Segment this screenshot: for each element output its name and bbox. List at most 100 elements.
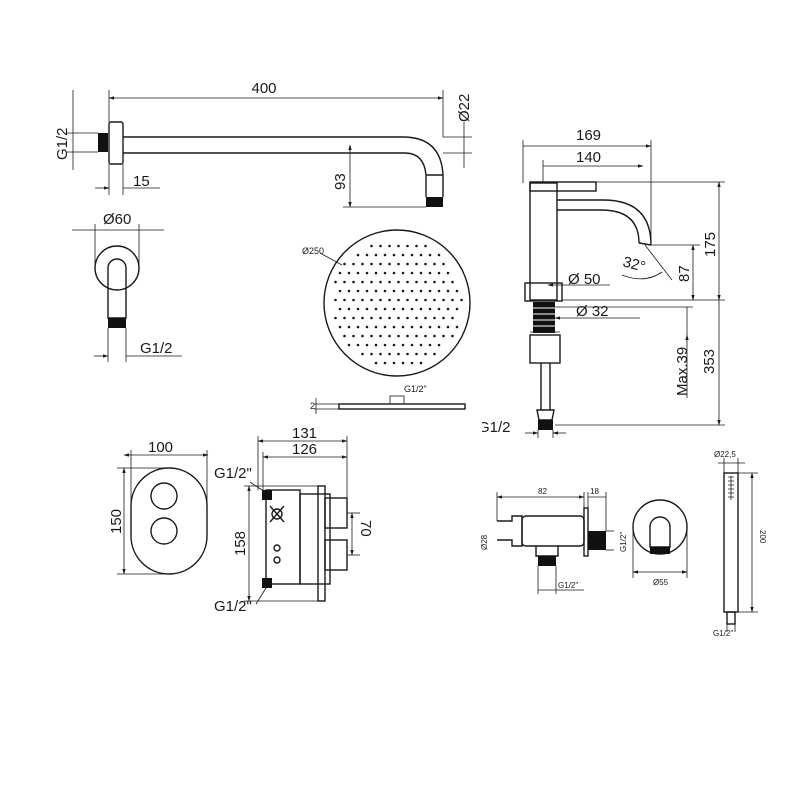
nozzle-dot <box>410 307 414 311</box>
nozzle-dot <box>442 334 445 338</box>
nozzle-dot <box>370 244 373 248</box>
trim-width-label: 100 <box>148 439 173 456</box>
nozzle-dot <box>410 361 414 365</box>
nozzle-dot <box>388 262 391 266</box>
mixer-hose-end <box>536 409 555 421</box>
nozzle-dot <box>415 334 418 338</box>
trim-plate-outline <box>130 467 208 575</box>
nozzle-dot <box>424 298 427 302</box>
nozzle-dot <box>410 325 414 329</box>
nozzle-dot <box>451 280 454 284</box>
nozzle-dot <box>379 334 382 338</box>
mixer-shank-thread <box>533 302 555 333</box>
nozzle-dot <box>352 316 355 320</box>
nozzle-dot <box>419 325 423 329</box>
nozzle-dot <box>347 343 351 347</box>
nozzle-dot <box>370 334 373 338</box>
nozzle-dot <box>370 298 373 302</box>
arm-drop-label: 93 <box>332 173 349 190</box>
nozzle-dot <box>379 298 382 302</box>
nozzle-dot <box>374 325 378 329</box>
nozzle-dot <box>338 271 342 275</box>
head-connection-label: G1/2" <box>404 384 427 394</box>
arm-length-label: 400 <box>251 80 276 97</box>
outlet-front-diameter-label: Ø55 <box>653 578 669 587</box>
nozzle-dot <box>338 289 342 293</box>
wall-flange-drawing: Ø60 G1/2 <box>72 211 182 362</box>
head-outer-circle <box>323 229 471 377</box>
nozzle-dot <box>343 262 346 266</box>
nozzle-dot <box>374 361 378 365</box>
nozzle-dot <box>338 307 342 311</box>
mixer-base-diameter-label: Ø 50 <box>568 271 601 288</box>
valve-inlet-bottom-thread <box>262 578 272 588</box>
nozzle-dot <box>442 298 445 302</box>
nozzle-dot <box>455 307 459 311</box>
outlet-body-diameter-label: Ø28 <box>480 534 489 550</box>
hand-shower-drawing: Ø22,5 200 G1/2" <box>713 450 767 638</box>
hand-shower-diameter-label: Ø22,5 <box>714 450 736 459</box>
nozzle-dot <box>415 262 418 266</box>
nozzle-dot <box>433 262 436 266</box>
nozzle-dot <box>379 316 382 320</box>
nozzle-dot <box>370 262 373 266</box>
nozzle-dot <box>361 352 364 356</box>
valve-inlet-bottom-label: G1/2" <box>214 598 252 615</box>
nozzle-dot <box>401 289 405 293</box>
nozzle-dot <box>334 316 337 320</box>
nozzle-dot <box>343 280 346 284</box>
arm-outlet-thread <box>426 197 443 207</box>
head-thickness-label: 2 <box>310 401 315 411</box>
nozzle-dot <box>388 334 391 338</box>
nozzle-dot <box>455 325 459 329</box>
nozzle-dot <box>446 289 450 293</box>
nozzle-dot <box>406 280 409 284</box>
nozzle-dot <box>388 298 391 302</box>
nozzle-dot <box>361 298 364 302</box>
nozzle-dot <box>379 352 382 356</box>
nozzle-dot <box>392 253 396 257</box>
nozzle-dot <box>419 271 423 275</box>
nozzle-dot <box>424 262 427 266</box>
arm-bend-outer <box>402 136 444 176</box>
nozzle-dot <box>442 280 445 284</box>
nozzle-dot <box>428 289 432 293</box>
outlet-flange <box>583 507 589 557</box>
valve-cross <box>269 505 285 523</box>
hand-shower-thread-label: G1/2" <box>713 629 733 638</box>
nozzle-dot <box>401 253 405 257</box>
nozzle-dot <box>415 244 418 248</box>
arm-diameter-label: Ø22 <box>456 94 473 122</box>
nozzle-dot <box>415 316 418 320</box>
nozzle-dot <box>419 289 423 293</box>
nozzle-dot <box>352 298 355 302</box>
mixer-lever <box>529 181 597 192</box>
mixer-spout-reach-label: 140 <box>576 149 601 166</box>
nozzle-dot <box>437 271 441 275</box>
nozzle-dot <box>365 271 369 275</box>
nozzle-dot <box>428 271 432 275</box>
hand-shower-length-label: 200 <box>758 530 767 544</box>
arm-flange <box>108 121 124 165</box>
nozzle-dot <box>356 289 360 293</box>
nozzle-dot <box>383 343 387 347</box>
nozzle-dot <box>356 325 360 329</box>
nozzle-dot <box>383 253 387 257</box>
nozzle-dot <box>365 325 369 329</box>
valve-depth-body-label: 126 <box>292 441 317 458</box>
trim-knob-top <box>150 482 178 510</box>
nozzle-dot <box>437 325 441 329</box>
nozzle-dot <box>383 307 387 311</box>
nozzle-dot <box>347 271 351 275</box>
nozzle-dot <box>424 352 427 356</box>
nozzle-dot <box>338 325 342 329</box>
nozzle-dot <box>424 334 427 338</box>
nozzle-dot <box>433 316 436 320</box>
nozzle-dot <box>383 289 387 293</box>
valve-body <box>265 489 301 585</box>
nozzle-dot <box>392 361 396 365</box>
flange-diameter-label: Ø60 <box>103 211 131 228</box>
valve-height-label: 158 <box>232 531 249 556</box>
nozzle-dot <box>401 307 405 311</box>
nozzle-dot <box>392 343 396 347</box>
